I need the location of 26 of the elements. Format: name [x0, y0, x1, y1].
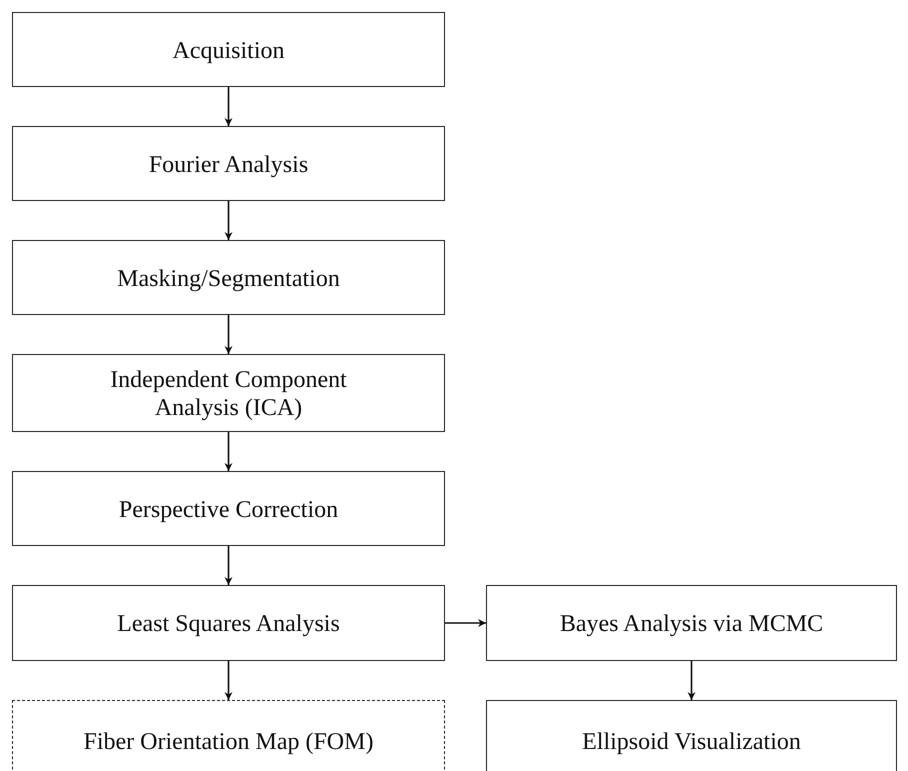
box-label: Acquisition [172, 38, 284, 66]
box-label: Fourier Analysis [148, 152, 308, 180]
arrow [224, 87, 232, 126]
box-label: Fiber Orientation Map (FOM) [84, 729, 374, 757]
box-label: Bayes Analysis via MCMC [560, 611, 824, 639]
process-box [12, 471, 445, 546]
process-box [12, 585, 445, 661]
arrow [224, 661, 232, 700]
box-label: Ellipsoid Visualization [582, 729, 801, 757]
process-box [12, 700, 445, 771]
process-box [486, 585, 897, 661]
box-label: Least Squares Analysis [117, 611, 340, 639]
process-box [12, 240, 445, 315]
arrow [445, 619, 486, 627]
arrow [224, 432, 232, 471]
arrow [224, 315, 232, 354]
arrow [688, 661, 696, 700]
process-box [12, 126, 445, 201]
box-label: Independent Component Analysis (ICA) [109, 367, 348, 423]
arrow [224, 201, 232, 240]
arrow [224, 546, 232, 585]
process-box [12, 12, 445, 87]
box-label: Masking/Segmentation [117, 266, 340, 294]
box-label: Perspective Correction [118, 496, 338, 524]
process-box [486, 700, 897, 771]
process-box [12, 354, 445, 432]
